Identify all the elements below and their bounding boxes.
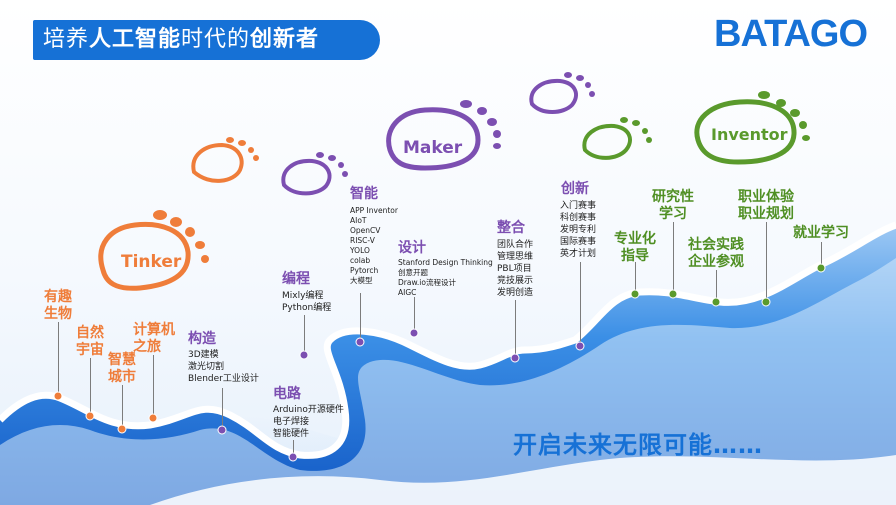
stem-city (122, 385, 123, 429)
stage-circuit-title: 电路 (273, 386, 301, 402)
stem-employ (821, 242, 822, 268)
stem-build (222, 388, 223, 430)
milestone-dot (217, 425, 227, 435)
small-green-footprint-icon (582, 117, 652, 160)
tinker-label: Tinker (121, 252, 182, 272)
small-orange-footprint-icon (191, 137, 259, 183)
maker-footprint-icon (386, 100, 501, 171)
stage-innovate-items: 入门赛事科创赛事发明专利国际赛事英才计划 (560, 201, 597, 259)
stage-design-title: 设计 (398, 240, 426, 256)
stem-integrate (515, 300, 516, 358)
stage-code-title: 编程 (282, 271, 310, 287)
small-purple-footprint-icon (281, 152, 348, 196)
stage-circuit-items: Arduino开源硬件电子焊接智能硬件 (273, 405, 344, 439)
stem-ai (360, 293, 361, 341)
milestone-dot (575, 341, 585, 351)
stem-innovate (580, 262, 581, 346)
stage-integrate-title: 整合 (497, 220, 525, 236)
stem-circuit (293, 440, 294, 456)
maker-label: Maker (403, 138, 463, 158)
milestone-dot (409, 328, 419, 338)
milestone-dot (355, 337, 365, 347)
milestone-dot (711, 297, 721, 307)
stem-nature (90, 358, 91, 415)
stage-city-label: 智慧 城市 (108, 352, 136, 385)
stem-interest (58, 322, 59, 395)
tinker-footprint-icon (98, 210, 209, 291)
stage-research-label: 研究性 学习 (652, 189, 694, 222)
milestone-dot (510, 353, 520, 363)
stage-computer-label: 计算机 之旅 (133, 322, 175, 355)
milestone-dot (288, 452, 298, 462)
stage-ai-title: 智能 (350, 186, 378, 202)
title-banner: 培养人工智能时代的创新者 (33, 20, 380, 60)
stem-social (716, 270, 717, 302)
stage-interest-label: 有趣 生物 (44, 289, 72, 322)
milestone-dot (668, 289, 678, 299)
stage-social-label: 社会实践 企业参观 (688, 237, 744, 270)
milestone-dot (630, 289, 640, 299)
stage-build-title: 构造 (188, 331, 216, 347)
stage-innovate-title: 创新 (561, 181, 589, 197)
stage-career-label: 职业体验 职业规划 (738, 189, 794, 222)
stem-computer (153, 355, 154, 417)
milestone-dot (299, 350, 309, 360)
milestone-dot (816, 263, 826, 273)
stage-employ-label: 就业学习 (793, 225, 849, 241)
small-purple-footprint-2-icon (529, 72, 595, 114)
stem-code (304, 315, 305, 355)
brand-logo: BATAGO (714, 13, 868, 55)
stage-nature-label: 自然 宇宙 (76, 325, 104, 358)
tagline: 开启未来无限可能…… (513, 431, 763, 459)
milestone-dot (117, 424, 127, 434)
milestone-dot (761, 297, 771, 307)
milestone-dot (148, 413, 158, 423)
banner-title: 培养人工智能时代的创新者 (43, 27, 320, 52)
milestone-dot (53, 391, 63, 401)
stem-research (673, 222, 674, 294)
stem-design (414, 297, 415, 333)
inventor-footprint-icon (694, 91, 810, 165)
stage-pro-label: 专业化 指导 (614, 231, 656, 264)
inventor-label: Inventor (711, 125, 788, 144)
stem-pro (635, 262, 636, 294)
milestone-dot (85, 411, 95, 421)
stem-career (766, 222, 767, 302)
